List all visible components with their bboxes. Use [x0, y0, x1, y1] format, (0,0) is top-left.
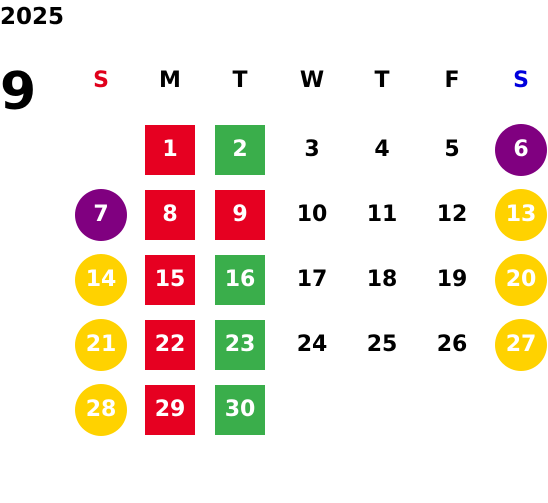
day-cell-10[interactable]: 10 — [286, 189, 338, 241]
day-number: 15 — [154, 267, 186, 292]
day-number: 4 — [374, 137, 390, 162]
day-number: 20 — [505, 267, 537, 292]
day-cell-5[interactable]: 5 — [426, 124, 478, 176]
day-number: 19 — [436, 267, 468, 292]
day-cell-23[interactable]: 23 — [215, 320, 265, 370]
day-number: 11 — [366, 202, 398, 227]
day-cell-13[interactable]: 13 — [495, 189, 547, 241]
day-cell-4[interactable]: 4 — [356, 124, 408, 176]
day-number: 26 — [436, 332, 468, 357]
day-number: 30 — [224, 397, 256, 422]
day-cell-26[interactable]: 26 — [426, 319, 478, 371]
day-number: 28 — [85, 397, 117, 422]
month-number: 9 — [0, 62, 37, 122]
day-cell-2[interactable]: 2 — [215, 125, 265, 175]
day-cell-8[interactable]: 8 — [145, 190, 195, 240]
day-number: 27 — [505, 332, 537, 357]
day-cell-22[interactable]: 22 — [145, 320, 195, 370]
day-cell-25[interactable]: 25 — [356, 319, 408, 371]
day-cell-17[interactable]: 17 — [286, 254, 338, 306]
day-number: 7 — [93, 202, 109, 227]
day-cell-27[interactable]: 27 — [495, 319, 547, 371]
year-label: 2025 — [0, 4, 65, 30]
day-number: 12 — [436, 202, 468, 227]
day-number: 2 — [232, 137, 248, 162]
day-cell-21[interactable]: 21 — [75, 319, 127, 371]
day-number: 16 — [224, 267, 256, 292]
day-number: 23 — [224, 332, 256, 357]
day-number: 24 — [296, 332, 328, 357]
day-cell-1[interactable]: 1 — [145, 125, 195, 175]
day-cell-20[interactable]: 20 — [495, 254, 547, 306]
weekday-saturday: S — [513, 68, 529, 93]
day-number: 29 — [154, 397, 186, 422]
day-number: 6 — [513, 137, 529, 162]
day-cell-6[interactable]: 6 — [495, 124, 547, 176]
day-number: 10 — [296, 202, 328, 227]
day-cell-11[interactable]: 11 — [356, 189, 408, 241]
day-cell-29[interactable]: 29 — [145, 385, 195, 435]
weekday-tuesday: T — [232, 68, 248, 93]
day-number: 21 — [85, 332, 117, 357]
day-cell-3[interactable]: 3 — [286, 124, 338, 176]
weekday-thursday: T — [374, 68, 390, 93]
day-cell-24[interactable]: 24 — [286, 319, 338, 371]
day-number: 25 — [366, 332, 398, 357]
day-number: 1 — [162, 137, 178, 162]
day-cell-9[interactable]: 9 — [215, 190, 265, 240]
day-number: 17 — [296, 267, 328, 292]
day-number: 5 — [444, 137, 460, 162]
day-cell-7[interactable]: 7 — [75, 189, 127, 241]
day-number: 14 — [85, 267, 117, 292]
day-number: 9 — [232, 202, 248, 227]
day-cell-19[interactable]: 19 — [426, 254, 478, 306]
day-number: 3 — [304, 137, 320, 162]
weekday-sunday: S — [93, 68, 109, 93]
day-cell-28[interactable]: 28 — [75, 384, 127, 436]
day-cell-16[interactable]: 16 — [215, 255, 265, 305]
day-cell-14[interactable]: 14 — [75, 254, 127, 306]
day-number: 8 — [162, 202, 178, 227]
day-cell-15[interactable]: 15 — [145, 255, 195, 305]
day-cell-18[interactable]: 18 — [356, 254, 408, 306]
weekday-wednesday: W — [299, 68, 325, 93]
weekday-monday: M — [159, 68, 181, 93]
day-number: 22 — [154, 332, 186, 357]
day-cell-12[interactable]: 12 — [426, 189, 478, 241]
day-cell-30[interactable]: 30 — [215, 385, 265, 435]
day-number: 13 — [505, 202, 537, 227]
weekday-friday: F — [444, 68, 460, 93]
day-number: 18 — [366, 267, 398, 292]
